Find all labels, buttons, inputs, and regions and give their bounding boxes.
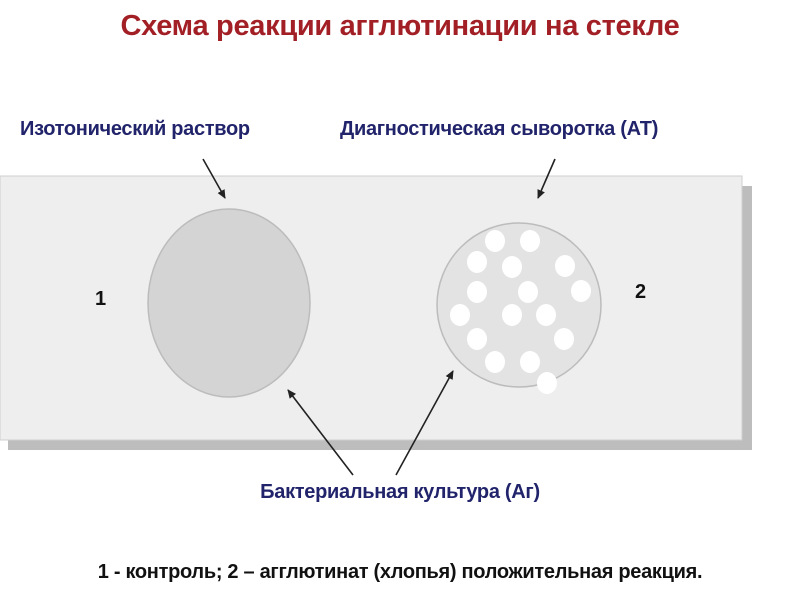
isotonic-solution-label: Изотонический раствор [20,118,250,140]
arrow-culture-to-control [287,389,354,476]
flake [555,255,575,277]
flake [502,256,522,278]
flake [485,351,505,373]
flake [571,280,591,302]
legend-caption: 1 - контроль; 2 – агглютинат (хлопья) по… [97,561,703,583]
flake [450,304,470,326]
flake [502,304,522,326]
flake [536,304,556,326]
flake [520,230,540,252]
flake [485,230,505,252]
flake [554,328,574,350]
arrow-diagnostic-serum [537,158,556,199]
scheme-title: Схема реакции агглютинации на стекле [120,10,680,42]
flake [467,251,487,273]
arrow-isotonic-solution [202,158,226,199]
flake [520,351,540,373]
test-drop-number: 2 [635,281,647,303]
diagnostic-serum-label: Диагностическая сыворотка (АТ) [340,118,659,140]
flake [537,372,557,394]
control-drop [147,208,311,398]
control-drop-number: 1 [95,288,107,310]
agglutinate-flakes [450,230,591,394]
flake [467,281,487,303]
bacterial-culture-label: Бактериальная культура (Аг) [260,481,540,503]
glass-slide [0,175,743,441]
flake [467,328,487,350]
flake [518,281,538,303]
test-drop [436,222,602,394]
arrow-culture-to-test [395,370,454,476]
